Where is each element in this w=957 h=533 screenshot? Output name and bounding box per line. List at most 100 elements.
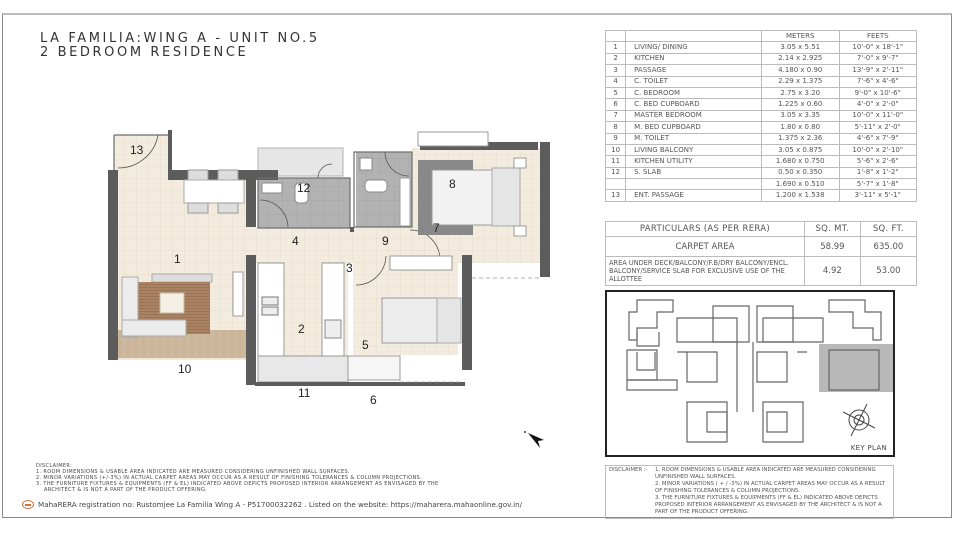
floor-plan: 1 2 3 4 5 6 7 8 9 10 11 12 13 xyxy=(100,130,560,420)
row-number: 9 xyxy=(604,132,627,145)
row-number: 11 xyxy=(604,155,627,168)
meters-value: 1.225 x 0.60 xyxy=(761,98,840,111)
feet-value: 5'-11" x 2'-0" xyxy=(838,121,917,134)
row-number: 8 xyxy=(604,121,627,134)
room-label-12: 12 xyxy=(297,181,311,195)
maharera-registration: MahaRERA registration no: Rustomjee La F… xyxy=(22,500,522,509)
table-row: AREA UNDER DECK/BALCONY/F.B/DRY BALCONY/… xyxy=(605,256,918,286)
meters-value: 2.14 x 2.925 xyxy=(761,52,840,66)
registration-text: MahaRERA registration no: Rustomjee La F… xyxy=(38,500,523,509)
key-plan-drawing xyxy=(626,299,895,443)
room-label-5: 5 xyxy=(362,338,369,352)
rera-area-table: PARTICULARS (AS PER RERA) SQ. MT. SQ. FT… xyxy=(605,221,918,286)
room-name: KITCHEN UTILITY xyxy=(625,155,763,168)
room-label-1: 1 xyxy=(174,252,181,266)
room-name: PASSAGE xyxy=(625,64,763,77)
room-name: S. SLAB xyxy=(625,166,763,180)
key-plan-label: KEY PLAN xyxy=(850,444,887,452)
disclaimer-item: 3. THE FURNITURE FIXTURES & EQUIPMENTS (… xyxy=(36,481,439,487)
feet-value: 5'-7" x 1'-8" xyxy=(838,178,917,191)
meters-value: 0.50 x 0.350 xyxy=(761,166,840,180)
feet-value: 10'-0" x 2'-10" xyxy=(838,143,917,157)
meters-value: 2.75 x 3.20 xyxy=(761,86,840,100)
row-number: 4 xyxy=(604,75,627,88)
disclaimer-item: 1. ROOM DIMENSIONS & USABLE AREA INDICAT… xyxy=(36,469,351,475)
meters-value: 3.05 x 0.875 xyxy=(761,143,840,157)
room-label-9: 9 xyxy=(382,234,389,248)
carpet-area-label: CARPET AREA xyxy=(605,236,805,257)
room-label-8: 8 xyxy=(449,177,456,191)
room-name: KITCHEN xyxy=(625,52,763,66)
feet-value: 10'-0" x 18'-1" xyxy=(838,41,917,54)
feet-value: 4'-6" x 7'-9" xyxy=(838,132,917,145)
meters-value: 3.05 x 5.51 xyxy=(761,41,840,54)
balcony-area-label: AREA UNDER DECK/BALCONY/F.B/DRY BALCONY/… xyxy=(605,256,805,286)
row-number: 13 xyxy=(604,189,627,202)
disclaimer-right-label: DISCLAIMER :- xyxy=(609,467,648,473)
meters-value: 1.690 x 0.510 xyxy=(761,178,840,191)
row-number: 5 xyxy=(604,86,627,100)
feet-value: 7'-0" x 9'-7" xyxy=(838,52,917,66)
floor-plan-drawing xyxy=(108,130,550,386)
room-name: M. BED CUPBOARD xyxy=(625,121,763,134)
room-label-4: 4 xyxy=(292,234,299,248)
north-arrow-icon xyxy=(522,428,548,455)
page-title: LA FAMILIA:WING A - UNIT NO.5 2 BEDROOM … xyxy=(40,32,320,60)
room-label-2: 2 xyxy=(298,322,305,336)
disclaimer-item: ARCHITECT & IS NOT A PART OF THE PRODUCT… xyxy=(44,487,208,493)
room-name: C. TOILET xyxy=(625,75,763,88)
maharera-logo-icon xyxy=(22,500,34,509)
row-number: 7 xyxy=(604,109,627,123)
disclaimer-item: 3. THE FURNITURE FIXTURES & EQUIPMENTS (… xyxy=(655,495,882,515)
meters-value: 1.680 x 0.750 xyxy=(761,155,840,168)
meters-value: 1.200 x 1.538 xyxy=(761,189,840,202)
compass-icon xyxy=(842,403,876,437)
column-header-particulars: PARTICULARS (AS PER RERA) xyxy=(605,221,805,237)
room-name: MASTER BEDROOM xyxy=(625,109,763,123)
meters-value: 1.375 x 2.36 xyxy=(761,132,840,145)
room-label-13: 13 xyxy=(130,143,144,157)
column-header-sqft: SQ. FT. xyxy=(859,221,918,237)
feet-value: 1'-8" x 1'-2" xyxy=(838,166,917,180)
column-header-feet: FEETS xyxy=(838,29,917,43)
column-header-meters: METERS xyxy=(761,29,840,43)
row-number: 1 xyxy=(604,41,627,54)
meters-value: 1.80 x 0.80 xyxy=(761,121,840,134)
meters-value: 4.180 x 0.90 xyxy=(761,64,840,77)
row-number: 3 xyxy=(604,64,627,77)
row-number: 12 xyxy=(604,166,627,180)
disclaimer-right: DISCLAIMER :- 1. ROOM DIMENSIONS & USABL… xyxy=(605,465,894,519)
feet-value: 10'-0" x 11'-0" xyxy=(838,109,917,123)
row-number xyxy=(604,178,627,191)
title-line-type: 2 BEDROOM RESIDENCE xyxy=(40,45,249,60)
key-plan: KEY PLAN xyxy=(605,290,895,457)
room-name: LIVING BALCONY xyxy=(625,143,763,157)
carpet-area-sqmt: 58.99 xyxy=(803,236,861,257)
row-number: 6 xyxy=(604,98,627,111)
feet-value: 9'-0" x 10'-6" xyxy=(838,86,917,100)
rera-header-row: PARTICULARS (AS PER RERA) SQ. MT. SQ. FT… xyxy=(605,221,918,237)
meters-value: 3.05 x 3.35 xyxy=(761,109,840,123)
room-name: C. BED CUPBOARD xyxy=(625,98,763,111)
disclaimer-item: 1. ROOM DIMENSIONS & USABLE AREA INDICAT… xyxy=(655,467,876,480)
room-name: M. TOILET xyxy=(625,132,763,145)
feet-value: 5'-6" x 2'-6" xyxy=(838,155,917,168)
room-name: LIVING/ DINING xyxy=(625,41,763,54)
feet-value: 4'-0" x 2'-0" xyxy=(838,98,917,111)
room-label-11: 11 xyxy=(298,386,311,400)
room-name xyxy=(625,178,763,191)
table-header-row: METERS FEETS xyxy=(604,29,917,43)
disclaimer-left: DISCLAIMER: 1. ROOM DIMENSIONS & USABLE … xyxy=(36,463,438,493)
